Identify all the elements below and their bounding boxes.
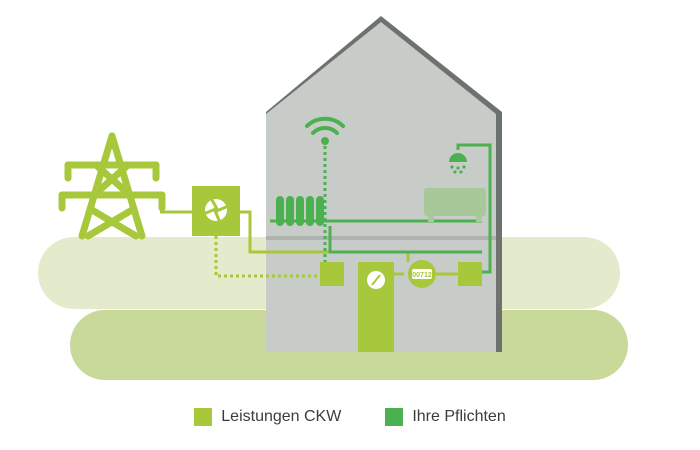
boiler-icon (358, 262, 394, 352)
meter-readout: 00712 (412, 272, 432, 279)
meter-icon: 00712 (408, 260, 436, 288)
legend-item-own: Ihre Pflichten (385, 408, 506, 426)
bathtub-icon (424, 188, 486, 222)
shower-pipe (456, 143, 492, 274)
power-pylon-icon (58, 132, 166, 240)
legend-label-own: Ihre Pflichten (412, 408, 506, 425)
legend-label-ckw: Leistungen CKW (221, 408, 342, 425)
legend: Leistungen CKW Ihre Pflichten (0, 408, 700, 426)
radiator-return-pipe (328, 226, 482, 254)
fan-to-meter-line (240, 210, 410, 262)
wifi-icon (305, 116, 345, 145)
fan-box-icon (192, 186, 240, 236)
legend-item-ckw: Leistungen CKW (194, 408, 341, 426)
distribution-box (458, 262, 482, 286)
legend-swatch-own (385, 408, 404, 426)
hub-box (320, 262, 344, 286)
shower-icon (449, 153, 467, 174)
house-floor-line (266, 236, 496, 240)
fan-to-hub-dotted-line (214, 236, 320, 278)
radiator-icon (276, 196, 324, 226)
legend-swatch-ckw (194, 408, 213, 426)
